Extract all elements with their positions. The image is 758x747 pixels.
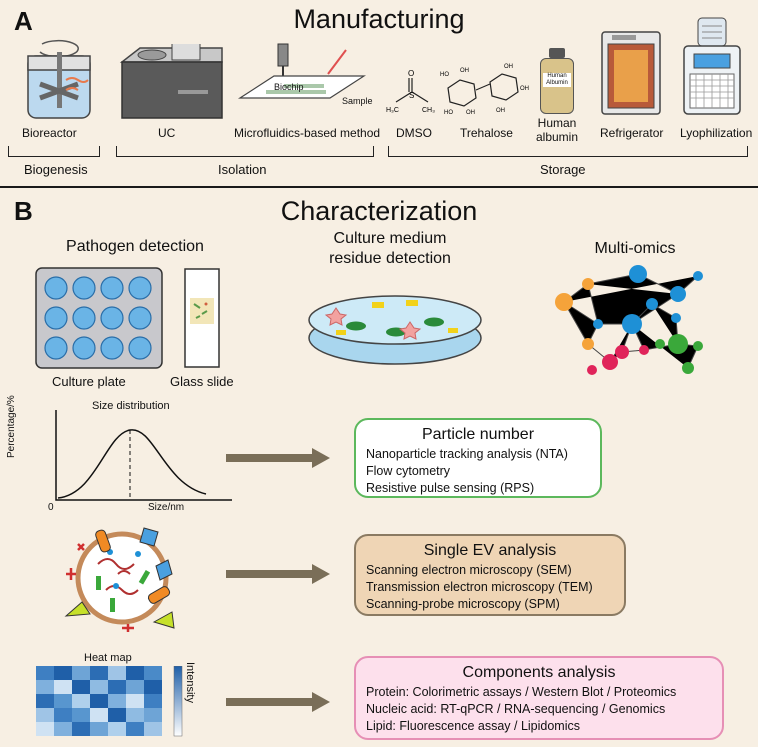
size-plot-axes	[55, 410, 232, 501]
microfluidics-label: Microfluidics-based method	[234, 126, 381, 140]
arrow-ev-to-single-ev	[226, 564, 330, 584]
isolation-group-label: Isolation	[218, 162, 267, 177]
components-title: Components analysis	[462, 664, 616, 681]
svg-text:O: O	[408, 69, 414, 78]
svg-text:OH: OH	[496, 108, 505, 114]
svg-text:S: S	[409, 91, 414, 100]
albumin-bottle-illustration: Human Albumin	[540, 48, 574, 114]
size-plot-title: Size distribution	[92, 400, 170, 412]
dmso-label: DMSO	[396, 126, 432, 140]
svg-text:OH: OH	[520, 86, 529, 92]
glass-slide-illustration	[184, 268, 220, 368]
svg-text:H₃C: H₃C	[386, 107, 399, 114]
size-distribution-plot	[55, 410, 232, 501]
heatmap-title: Heat map	[84, 652, 132, 664]
components-lipid: Lipid: Fluorescence assay / Lipidomics	[366, 719, 580, 733]
extracellular-vesicle-illustration	[64, 527, 175, 632]
albumin-bottle-label: Human Albumin	[543, 73, 571, 87]
albumin-label-line2: albumin	[535, 130, 579, 144]
particle-method-nta: Nanoparticle tracking analysis (NTA)	[366, 447, 568, 461]
arrow-size-to-particle	[226, 448, 330, 468]
biogenesis-bracket	[8, 146, 100, 157]
albumin-label-line1: Human	[537, 116, 577, 130]
culture-medium-title-line2: residue detection	[329, 250, 451, 267]
svg-text:HO: HO	[444, 110, 453, 116]
trehalose-structure: HO OH HO OH OH OH OH	[440, 64, 529, 116]
components-analysis-box: Components analysis Protein: Colorimetri…	[354, 656, 724, 740]
svg-text:OH: OH	[460, 68, 469, 74]
culture-medium-title-line1: Culture medium	[333, 230, 447, 247]
particle-number-box: Particle number Nanoparticle tracking an…	[354, 418, 602, 498]
dmso-structure: O S H₃C CH₃	[386, 69, 435, 114]
size-plot-origin: 0	[48, 502, 54, 513]
components-protein: Protein: Colorimetric assays / Western B…	[366, 685, 677, 699]
refrigerator-label: Refrigerator	[600, 126, 664, 140]
ultracentrifuge-illustration	[119, 44, 223, 119]
particle-method-rps: Resistive pulse sensing (RPS)	[366, 481, 535, 495]
single-ev-analysis-box: Single EV analysis Scanning electron mic…	[354, 534, 626, 616]
particle-method-flow: Flow cytometry	[366, 464, 451, 478]
particle-number-title: Particle number	[421, 426, 535, 443]
heatmap-intensity-label: Intensity	[184, 662, 196, 703]
uc-label: UC	[158, 126, 176, 140]
multiomics-network-illustration	[555, 265, 703, 375]
heatmap-illustration	[36, 666, 183, 737]
storage-bracket	[388, 146, 748, 157]
lyophilization-label: Lyophilization	[680, 126, 753, 140]
svg-text:OH: OH	[466, 110, 475, 116]
components-nucleic-acid: Nucleic acid: RT-qPCR / RNA-sequencing /…	[366, 702, 666, 716]
svg-text:HO: HO	[440, 72, 449, 78]
size-distribution-curve	[57, 429, 207, 499]
size-plot-ylabel: Percentage/%	[6, 395, 17, 458]
bioreactor-label: Bioreactor	[22, 126, 77, 140]
biogenesis-group-label: Biogenesis	[24, 162, 88, 177]
size-plot-xlabel: Size/nm	[148, 502, 185, 513]
svg-text:OH: OH	[504, 64, 513, 70]
single-ev-method-sem: Scanning electron microscopy (SEM)	[366, 563, 572, 577]
panel-b-title: Characterization	[280, 196, 478, 226]
biochip-label: Biochip	[274, 82, 304, 92]
microfluidics-illustration	[237, 43, 366, 99]
sample-label: Sample	[342, 96, 373, 106]
svg-text:CH₃: CH₃	[422, 107, 435, 114]
culture-plate-label: Culture plate	[52, 374, 126, 389]
single-ev-method-tem: Transmission electron microscopy (TEM)	[366, 580, 593, 594]
trehalose-label: Trehalose	[460, 126, 513, 140]
panel-letter-a: A	[14, 6, 33, 36]
single-ev-method-spm: Scanning-probe microscopy (SPM)	[366, 597, 560, 611]
heatmap-colorbar	[173, 666, 183, 737]
pathogen-detection-title: Pathogen detection	[66, 238, 204, 255]
panel-a-title: Manufacturing	[293, 4, 465, 34]
glass-slide-label: Glass slide	[170, 374, 234, 389]
panel-a-manufacturing: A Manufacturing Bioreactor UC Biochip Sa…	[0, 0, 758, 188]
panel-letter-b: B	[14, 196, 33, 226]
lyophilizer-illustration	[683, 17, 741, 115]
panel-b-characterization: B Characterization Pathogen detection Cu…	[0, 188, 758, 747]
petri-dish-illustration	[308, 295, 482, 365]
multiomics-title: Multi-omics	[594, 240, 676, 257]
single-ev-title: Single EV analysis	[423, 542, 557, 559]
culture-plate-illustration	[35, 267, 163, 369]
refrigerator-illustration	[601, 31, 661, 115]
storage-group-label: Storage	[540, 162, 586, 177]
isolation-bracket	[116, 146, 374, 157]
bioreactor-illustration	[27, 39, 91, 119]
arrow-heatmap-to-components	[226, 692, 330, 712]
